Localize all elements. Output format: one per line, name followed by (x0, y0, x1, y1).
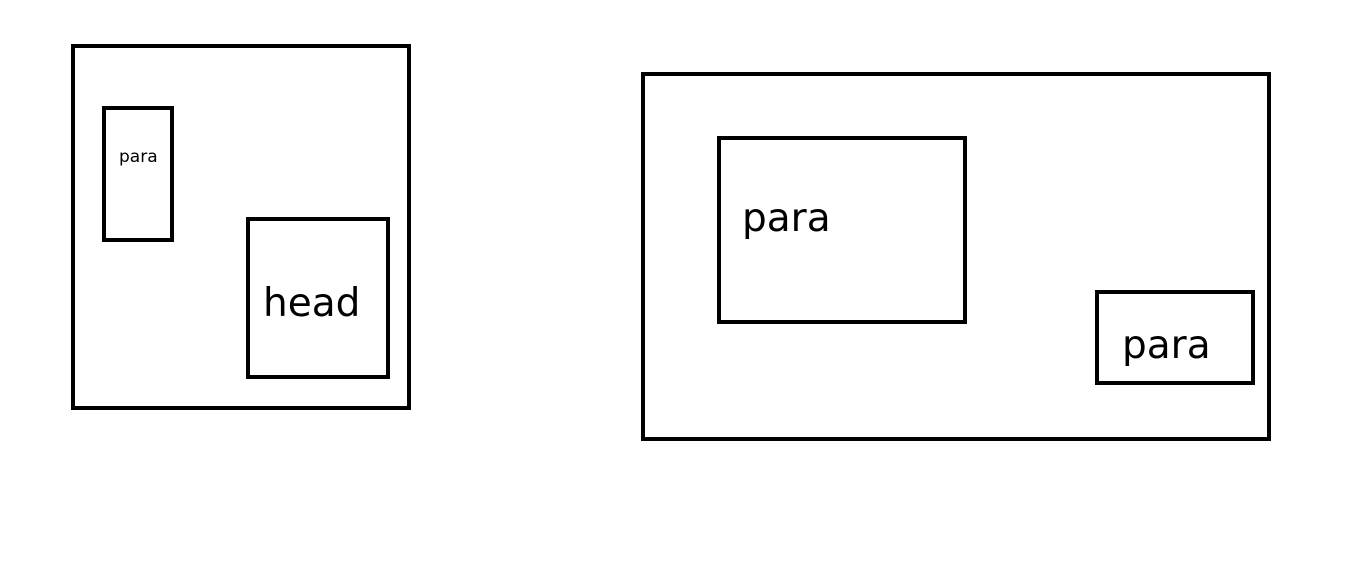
left-para-box (102, 106, 174, 242)
left-head-box (246, 217, 390, 379)
right-para-small-label: para (1122, 323, 1211, 368)
right-para-small-box (1095, 290, 1255, 385)
left-para-label: para (119, 147, 158, 167)
left-head-label: head (263, 281, 361, 326)
right-para-large-label: para (742, 196, 831, 241)
right-para-large-box (717, 136, 967, 324)
